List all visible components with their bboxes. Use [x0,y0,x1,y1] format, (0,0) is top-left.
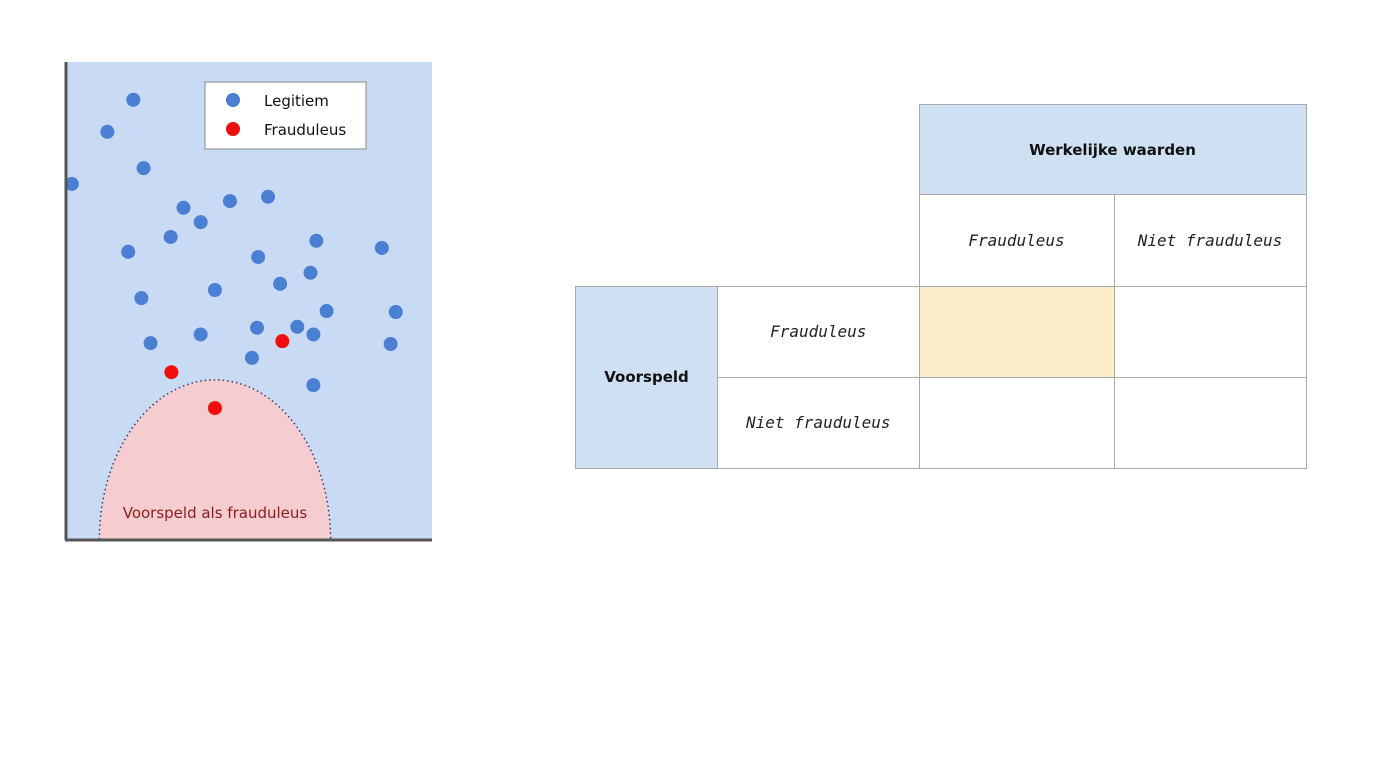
data-point-legitiem [251,250,266,265]
data-point-legitiem [176,200,191,215]
cell-true-positive [918,285,1115,378]
data-point-legitiem [136,161,151,176]
scatter-plot: Voorspeld als frauduleus Legitiem Fraudu… [64,62,432,542]
legend-label-legitiem: Legitiem [264,92,329,110]
data-point-legitiem [207,283,222,298]
predicted-header: Voorspeld [575,285,718,469]
matrix-corner [718,105,920,195]
legend-label-frauduleus: Frauduleus [264,121,346,139]
predicted-label-not-fraudulent: Niet frauduleus [717,376,920,469]
predicted-fraud-region [98,379,332,540]
data-point-legitiem [306,378,321,393]
data-point-frauduleus [207,401,222,416]
data-point-legitiem [64,176,79,191]
cell-false-positive [1113,285,1307,378]
matrix-corner [576,105,718,195]
data-point-frauduleus [275,334,290,349]
data-point-legitiem [134,291,149,306]
data-point-legitiem [193,215,208,230]
data-point-legitiem [193,327,208,342]
data-point-legitiem [100,124,115,139]
data-point-legitiem [388,304,403,319]
data-point-legitiem [222,194,237,209]
data-point-legitiem [303,265,318,280]
matrix-corner [576,195,718,287]
region-label: Voorspeld als frauduleus [123,504,308,522]
data-point-legitiem [290,319,305,334]
legend-marker-legitiem [226,93,240,107]
confusion-matrix: Werkelijke waarden Frauduleus Niet fraud… [575,104,1307,469]
legend-marker-frauduleus [226,122,240,136]
predicted-label-fraudulent: Frauduleus [717,285,920,378]
actual-label-not-fraudulent: Niet frauduleus [1113,194,1307,287]
data-point-frauduleus [164,365,179,380]
actual-label-fraudulent: Frauduleus [918,194,1115,287]
data-point-legitiem [261,189,276,204]
data-point-legitiem [250,320,265,335]
data-point-legitiem [383,337,398,352]
cell-true-negative [1113,376,1307,469]
cell-false-negative [918,376,1115,469]
data-point-legitiem [273,276,288,291]
data-point-legitiem [163,229,178,244]
data-point-legitiem [121,244,136,259]
actual-values-header: Werkelijke waarden [918,104,1307,195]
data-point-legitiem [143,336,158,351]
data-point-legitiem [244,350,259,365]
data-point-legitiem [319,304,334,319]
data-point-legitiem [309,233,324,248]
data-point-legitiem [306,327,321,342]
data-point-legitiem [126,92,141,107]
matrix-corner [718,195,920,287]
legend: Legitiem Frauduleus [204,81,367,150]
data-point-legitiem [374,240,389,255]
